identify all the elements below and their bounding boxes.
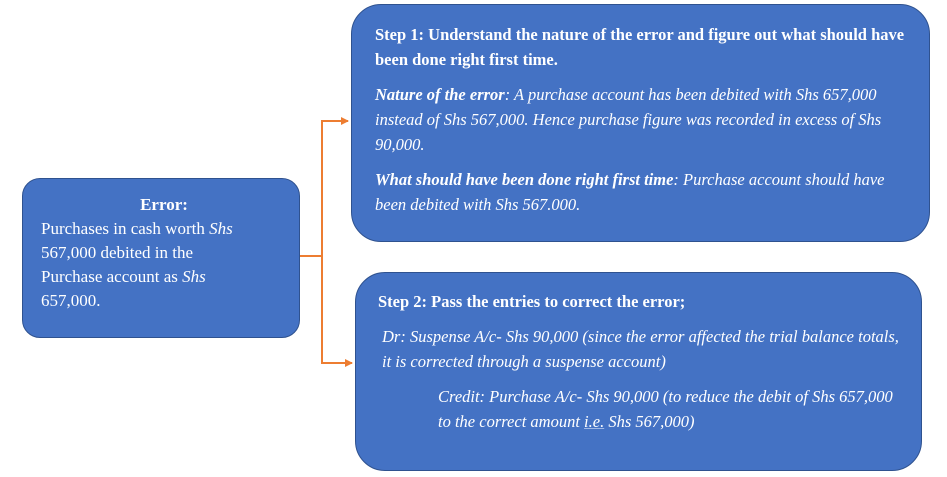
error-box: Error: Purchases in cash worth Shs 567,0… (22, 178, 300, 338)
step1-nature-text: : A purchase account has been debited wi… (375, 85, 882, 154)
step1-nature: Nature of the error: A purchase account … (375, 82, 909, 157)
step2-credit: Credit: Purchase A/c- Shs 90,000 (to red… (378, 384, 903, 434)
step1-should: What should have been done right first t… (375, 167, 909, 217)
error-title: Error: (140, 195, 188, 214)
connector-error-to-step2 (321, 256, 353, 367)
error-line3-italic: Shs (182, 267, 206, 286)
step2-credit-post: Shs 567,000) (604, 412, 695, 431)
step2-credit-ie: i.e. (584, 412, 605, 431)
error-line1: Purchases in cash worth (41, 219, 210, 238)
step1-heading: Step 1: Understand the nature of the err… (375, 25, 905, 69)
step2-heading: Step 2: Pass the entries to correct the … (378, 292, 686, 311)
step1-box: Step 1: Understand the nature of the err… (351, 4, 930, 242)
error-line3: Purchase account as (41, 267, 183, 286)
step2-box: Step 2: Pass the entries to correct the … (355, 272, 922, 471)
step1-nature-label: Nature of the error (375, 85, 505, 104)
error-description: Purchases in cash worth Shs 567,000 debi… (41, 217, 287, 313)
step2-credit-pre: Credit: Purchase A/c- Shs 90,000 (to red… (438, 387, 893, 431)
step1-should-label: What should have been done right first t… (375, 170, 674, 189)
step2-debit: Dr: Suspense A/c- Shs 90,000 (since the … (382, 327, 899, 371)
step1-should-text: : Purchase account should have been debi… (375, 170, 885, 214)
error-line1-italic: Shs (209, 219, 233, 238)
error-line2: 567,000 debited in the (41, 243, 194, 262)
connector-error-to-step1 (300, 117, 349, 257)
error-line4: 657,000. (41, 291, 101, 310)
